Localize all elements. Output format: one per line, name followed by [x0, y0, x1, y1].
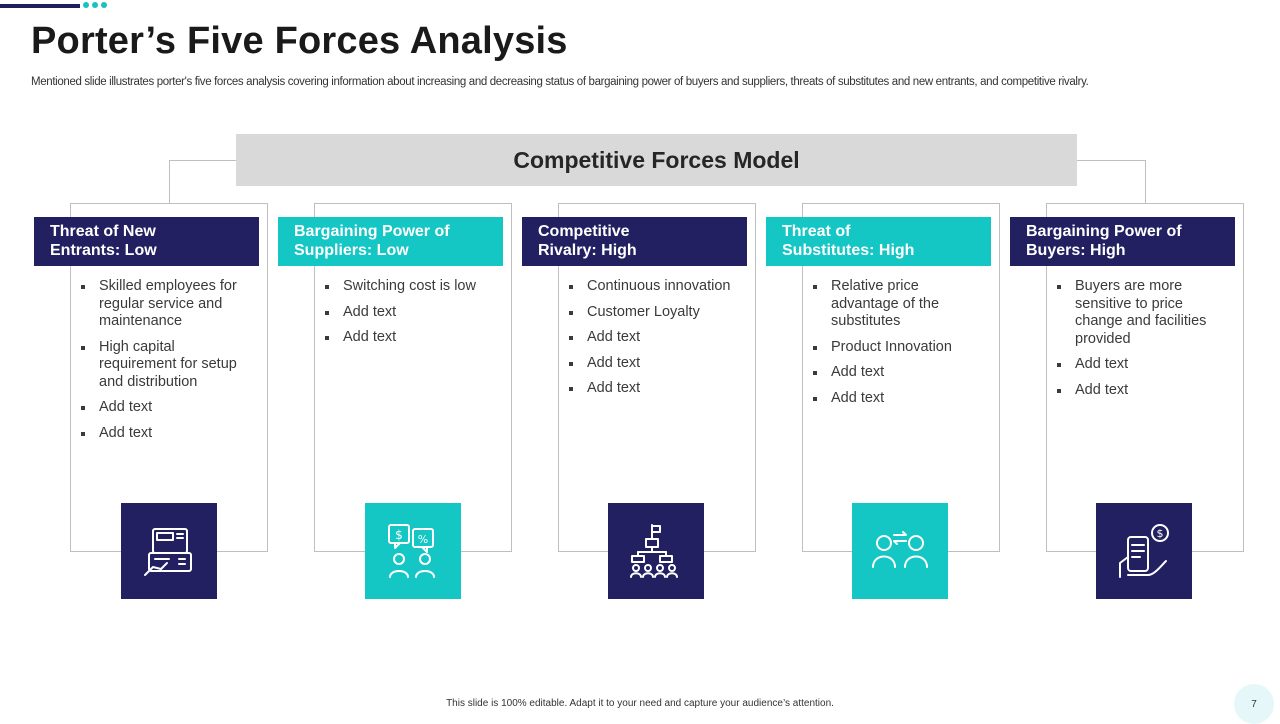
force-title-line2: Entrants: Low: [50, 242, 157, 259]
mobile-payment-icon: $: [1096, 503, 1192, 599]
right-connector-line: [1076, 160, 1146, 217]
force-title-line2: Substitutes: High: [782, 242, 915, 259]
force-title-line1: Competitive: [538, 223, 630, 240]
force-title-line2: Rivalry: High: [538, 242, 637, 259]
top-accent-bar: [0, 4, 80, 8]
bullet-item: Add text: [569, 380, 739, 398]
bullet-item: Skilled employees for regular service an…: [81, 278, 251, 331]
page-number: 7: [1234, 684, 1274, 724]
organization-hierarchy-icon: [608, 503, 704, 599]
force-header-buyers: Bargaining Power of Buyers: High: [1010, 217, 1235, 266]
bullet-item: Switching cost is low: [325, 278, 495, 296]
bullet-item: Add text: [813, 364, 983, 382]
svg-text:$: $: [1157, 527, 1164, 540]
page-title: Porter’s Five Forces Analysis: [31, 20, 568, 62]
bullet-item: Add text: [325, 304, 495, 322]
svg-text:%: %: [418, 533, 428, 546]
bullet-item: Add text: [81, 399, 251, 417]
bullet-item: Add text: [325, 329, 495, 347]
bullet-item: Add text: [1057, 382, 1227, 400]
bullet-item: Add text: [569, 355, 739, 373]
bullet-item: Customer Loyalty: [569, 304, 739, 322]
bullet-item: Add text: [569, 329, 739, 347]
force-bullets-buyers: Buyers are more sensitive to price chang…: [1057, 278, 1227, 407]
force-title-line1: Bargaining Power of: [294, 223, 450, 240]
force-title-line2: Suppliers: Low: [294, 242, 409, 259]
force-header-suppliers: Bargaining Power of Suppliers: Low: [278, 217, 503, 266]
bullet-item: Add text: [813, 390, 983, 408]
force-header-substitutes: Threat of Substitutes: High: [766, 217, 991, 266]
bullet-item: Product Innovation: [813, 339, 983, 357]
force-header-rivalry: Competitive Rivalry: High: [522, 217, 747, 266]
force-bullets-substitutes: Relative price advantage of the substitu…: [813, 278, 983, 415]
footer-note: This slide is 100% editable. Adapt it to…: [446, 698, 834, 709]
force-title-line1: Threat of: [782, 223, 851, 240]
force-bullets-suppliers: Switching cost is low Add text Add text: [325, 278, 495, 355]
page-subtitle: Mentioned slide illustrates porter's fiv…: [31, 76, 1089, 88]
people-exchange-icon: [852, 503, 948, 599]
bullet-item: Add text: [81, 425, 251, 443]
left-connector-line: [169, 160, 237, 217]
force-bullets-rivalry: Continuous innovation Customer Loyalty A…: [569, 278, 739, 406]
negotiation-icon: $ %: [365, 503, 461, 599]
bullet-item: Buyers are more sensitive to price chang…: [1057, 278, 1227, 348]
pos-terminal-icon: [121, 503, 217, 599]
bullet-item: Add text: [1057, 356, 1227, 374]
force-title-line1: Bargaining Power of: [1026, 223, 1182, 240]
bullet-item: High capital requirement for setup and d…: [81, 339, 251, 392]
force-header-new-entrants: Threat of New Entrants: Low: [34, 217, 259, 266]
force-bullets-new-entrants: Skilled employees for regular service an…: [81, 278, 251, 450]
force-title-line2: Buyers: High: [1026, 242, 1126, 259]
force-title-line1: Threat of New: [50, 223, 156, 240]
bullet-item: Continuous innovation: [569, 278, 739, 296]
bullet-item: Relative price advantage of the substitu…: [813, 278, 983, 331]
svg-text:$: $: [395, 528, 403, 542]
top-accent-dots: [83, 2, 107, 8]
model-header: Competitive Forces Model: [236, 134, 1077, 186]
